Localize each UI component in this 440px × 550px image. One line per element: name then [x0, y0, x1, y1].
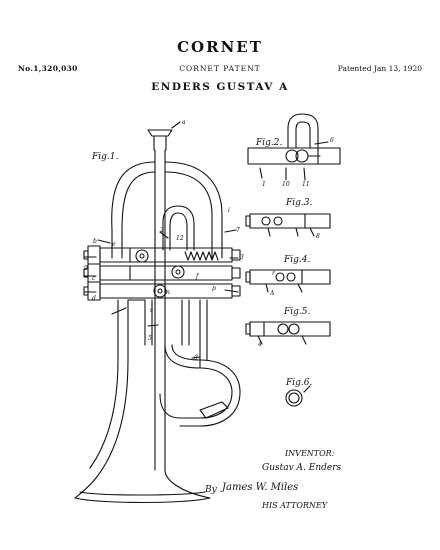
ref-label-11: 11: [302, 181, 310, 188]
ref-label-3: 3: [240, 254, 244, 261]
fig5-label: Fig.5.: [283, 307, 310, 317]
valve-casing-middle: [99, 265, 233, 281]
ref-label-12: 12: [176, 235, 184, 242]
fig6-label: Fig.6.: [285, 378, 312, 388]
ref-label-d: d: [92, 295, 96, 302]
ref-label-e: e: [112, 241, 116, 248]
bell: [74, 299, 129, 499]
attorney-caption: HIS ATTORNEY: [261, 501, 328, 510]
ref-label-a: a: [182, 119, 186, 126]
ref-label-A: A: [269, 290, 275, 297]
ref-label-c: c: [92, 275, 96, 282]
ref-label-g: g: [194, 353, 198, 360]
ref-label-6: 6: [330, 137, 334, 144]
fig3-piston: [245, 213, 331, 229]
ref-label-2: 2: [159, 227, 164, 234]
ref-label-9: 9: [84, 265, 88, 272]
ref-label-7: 7: [236, 227, 240, 234]
ref-label-4: 4: [257, 341, 262, 348]
attorney-prefix: By: [204, 485, 218, 495]
water-key: [199, 401, 229, 419]
ref-label-s: s: [150, 307, 153, 314]
fig2-label: Fig.2.: [255, 138, 282, 148]
attorney-signature: James W. Miles: [220, 482, 298, 493]
lower-tubing-loop: [159, 344, 233, 419]
inventor-caption: INVENTOR:: [284, 449, 335, 458]
valve-spring: [184, 251, 219, 261]
fig1-label: Fig.1.: [91, 152, 118, 162]
inventor-signature: Gustav A. Enders: [262, 463, 342, 473]
patent-date: Patented Jan 13, 1920: [337, 64, 422, 73]
fig5-piston: [245, 321, 331, 337]
leadpipe: [154, 149, 166, 471]
ref-label-p: p: [212, 285, 216, 292]
ref-label-b: b: [93, 238, 97, 245]
ref-label-n: n: [166, 289, 170, 296]
ref-label-i: i: [228, 207, 230, 214]
inventor-name: ENDERS GUSTAV A: [151, 81, 289, 93]
ref-label-8: 8: [316, 233, 320, 240]
main-tuning-slide: [111, 161, 156, 259]
cornet-illustration: [74, 129, 241, 504]
ref-label-f: f: [195, 273, 200, 280]
fig2-slide-detail: [247, 113, 341, 165]
fig4-label: Fig.4.: [283, 255, 310, 265]
ref-label-5: 5: [148, 335, 152, 342]
patent-subtitle: CORNET PATENT: [179, 64, 261, 73]
mouthpiece: [147, 129, 173, 137]
patent-number: No.1,320,030: [18, 64, 78, 73]
fig3-label: Fig.3.: [285, 198, 312, 208]
fig6-ring: [285, 389, 303, 407]
page-title: CORNET: [177, 38, 263, 56]
fig4-piston: [245, 269, 331, 285]
ref-label-1: 1: [262, 181, 266, 188]
ref-label-10: 10: [282, 181, 290, 188]
ref-label-r: r: [272, 270, 276, 277]
